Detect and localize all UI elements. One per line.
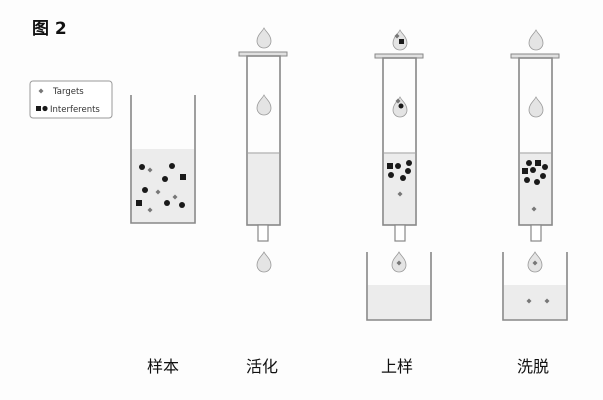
eluent-drop-icon xyxy=(528,29,544,51)
elution-column xyxy=(502,29,568,321)
legend-targets: Targets xyxy=(52,87,84,97)
step-label-loading: 上样 xyxy=(381,357,413,376)
interferent-particles xyxy=(136,163,186,208)
loading-column xyxy=(366,29,432,321)
eluent-drop-icon xyxy=(528,96,544,118)
interferent-marker-icon xyxy=(36,105,48,112)
solvent-drop-icon xyxy=(256,251,272,273)
legend-interferents: Interferents xyxy=(50,105,100,115)
sample-beaker xyxy=(130,95,196,224)
step-label-elution: 洗脱 xyxy=(517,357,549,376)
solvent-drop-icon xyxy=(256,27,272,49)
activation-column xyxy=(238,27,288,273)
solvent-drop-icon xyxy=(256,94,272,116)
step-label-activation: 活化 xyxy=(246,357,278,376)
figure-title: 图 2 xyxy=(32,19,67,39)
step-label-sample: 样本 xyxy=(147,357,179,376)
legend: Targets Interferents xyxy=(29,80,113,119)
